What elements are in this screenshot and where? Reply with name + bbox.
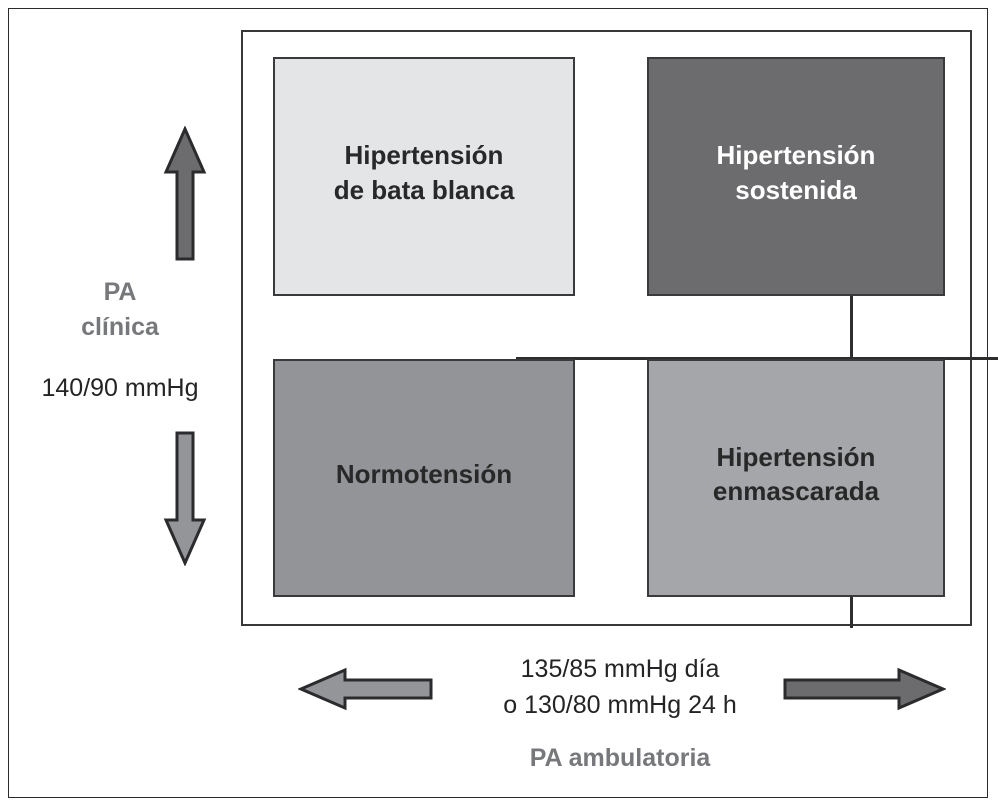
quadrant-white-coat-line2: de bata blanca [333,174,515,205]
page-border [8,8,988,798]
vertical-axis-title: PA clínica [40,275,200,344]
quadrant-normotension-line1: Normotensión [335,458,513,489]
quadrant-sustained-hypertension[interactable]: Hipertensión sostenida [647,57,945,296]
quadrant-sustained-line1: Hipertensión [716,140,876,171]
quadrant-masked-line1: Hipertensión [716,441,876,472]
horizontal-axis-title: PA ambulatoria [529,744,711,772]
horizontal-axis-threshold-line1: 135/85 mmHg día [520,655,720,683]
vertical-axis-threshold: 140/90 mmHg [41,374,199,402]
vertical-axis-title-line2: clínica [81,312,159,341]
quadrant-normotension-label: Normotensión [336,457,512,499]
arrow-up-icon [163,126,207,261]
horizontal-axis-threshold-line2: o 130/80 mmHg 24 h [503,691,737,719]
vertical-axis-title-line1: PA [103,278,137,306]
divider-horizontal [516,357,998,360]
arrow-left-icon [298,667,433,711]
quadrant-masked-hypertension[interactable]: Hipertensión enmascarada [647,359,945,597]
quadrant-white-coat-label: Hipertensión de bata blanca [334,138,515,215]
quadrant-masked-line2: enmascarada [712,476,880,506]
quadrant-normotension[interactable]: Normotensión [273,359,575,597]
quadrant-sustained-line2: sostenida [735,174,857,205]
quadrant-white-coat-line1: Hipertensión [344,140,504,171]
horizontal-axis-threshold: 135/85 mmHg día o 130/80 mmHg 24 h [440,651,800,723]
arrow-right-icon [783,667,946,711]
quadrant-white-coat-hypertension[interactable]: Hipertensión de bata blanca [273,57,575,296]
quadrant-sustained-label: Hipertensión sostenida [717,138,876,215]
arrow-down-icon [163,431,207,566]
quadrant-masked-label: Hipertensión enmascarada [713,440,879,517]
